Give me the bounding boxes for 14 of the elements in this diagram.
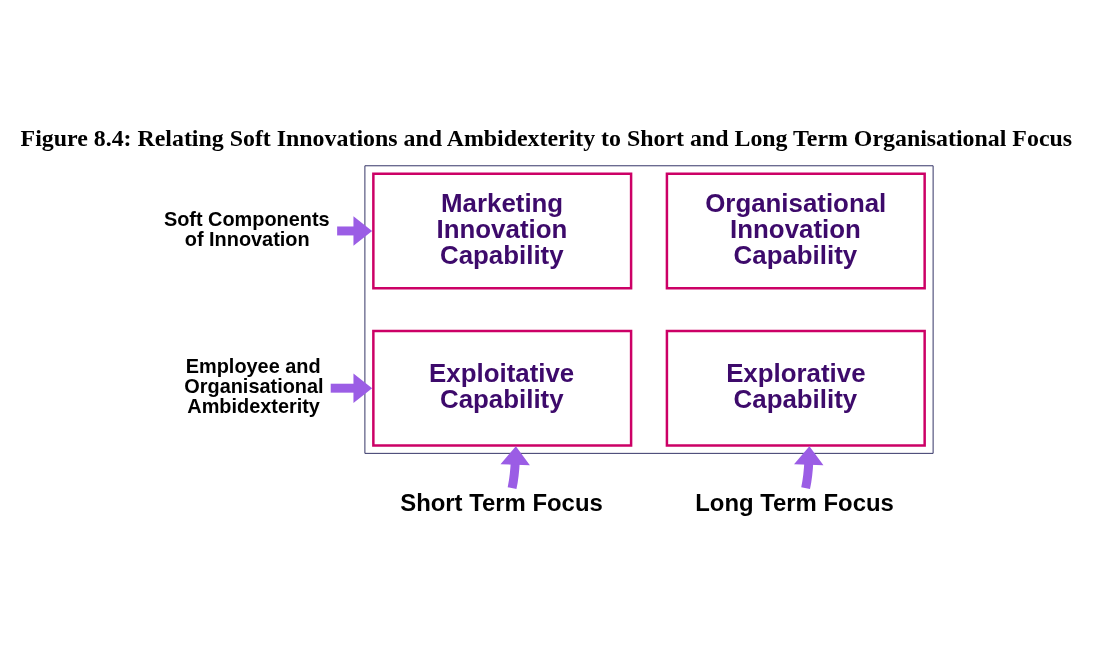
- arrow: [337, 216, 373, 246]
- diagram-title: Figure 8.4: Relating Soft Innovations and Ambidexterity to Short and Long Term Organisational Focus: [20, 125, 1073, 152]
- node-text: Long Term Focus: [695, 489, 894, 517]
- node-box: Explorative Capability: [665, 329, 926, 447]
- node-text: Employee and Organisational Ambidexterity: [184, 355, 324, 418]
- node-text: Soft Components of Innovation: [163, 207, 330, 250]
- arrow: [794, 446, 824, 490]
- arrow: [500, 446, 530, 490]
- cluster: [364, 165, 934, 454]
- node-text: Short Term Focus: [400, 489, 603, 517]
- arrow: [330, 373, 373, 403]
- node-box: Organisational Innovation Capability: [665, 172, 926, 290]
- node-box: Marketing Innovation Capability: [372, 172, 633, 290]
- node-box: Exploitative Capability: [372, 329, 633, 447]
